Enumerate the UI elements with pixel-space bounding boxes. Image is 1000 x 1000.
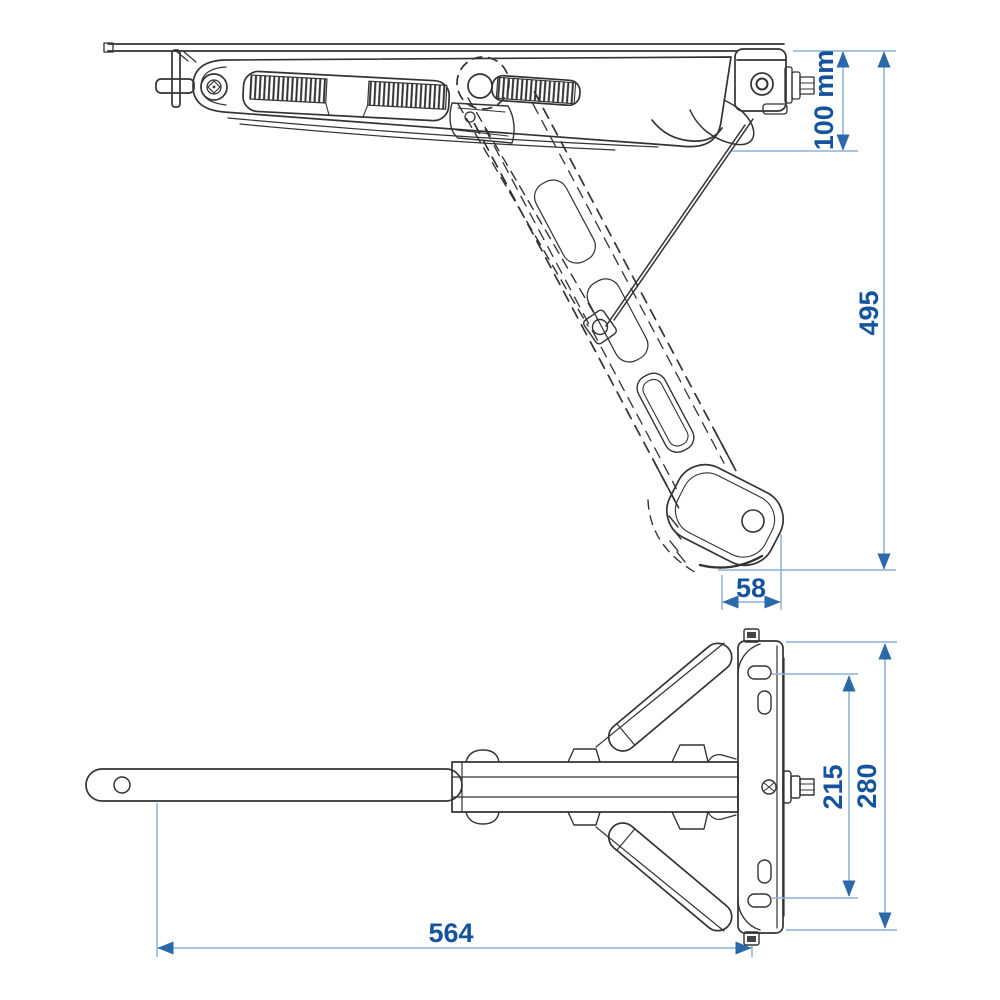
arm-slot-ribbed-2 <box>491 74 581 107</box>
swing-arm-lower <box>595 822 733 932</box>
dimension-label-bolt-spacing: 215 <box>818 764 848 809</box>
dimension-label-foot-width: 58 <box>736 573 766 603</box>
screw-rod <box>457 97 754 345</box>
folded-leg-hook <box>651 99 755 146</box>
leg-pivot <box>449 56 515 144</box>
dimension-label-overall-height: 495 <box>854 290 884 335</box>
dimension-label-overall-length: 564 <box>428 918 473 948</box>
foot-pad <box>647 463 784 576</box>
pivot-bolt <box>200 73 228 101</box>
main-beam <box>451 744 739 830</box>
plan-view-dimensions: 215 280 564 <box>156 641 897 957</box>
side-view-dimensions: 100 mm 495 58 <box>718 50 896 610</box>
side-view-drawing <box>103 42 815 576</box>
crank-hook <box>155 49 195 108</box>
spindle-plan <box>761 770 815 804</box>
spindle-bracket <box>734 48 815 115</box>
plan-view-drawing <box>85 628 815 946</box>
extended-leg-dashed <box>473 90 737 509</box>
swing-arm-upper <box>595 642 733 752</box>
mounting-plate <box>103 42 785 63</box>
crank-handle-bar <box>85 768 463 802</box>
dimension-label-bracket-height: 280 <box>852 763 882 808</box>
dimension-label-stroke-height: 100 mm <box>809 50 839 151</box>
arm-slot-ribbed-1 <box>242 70 451 122</box>
